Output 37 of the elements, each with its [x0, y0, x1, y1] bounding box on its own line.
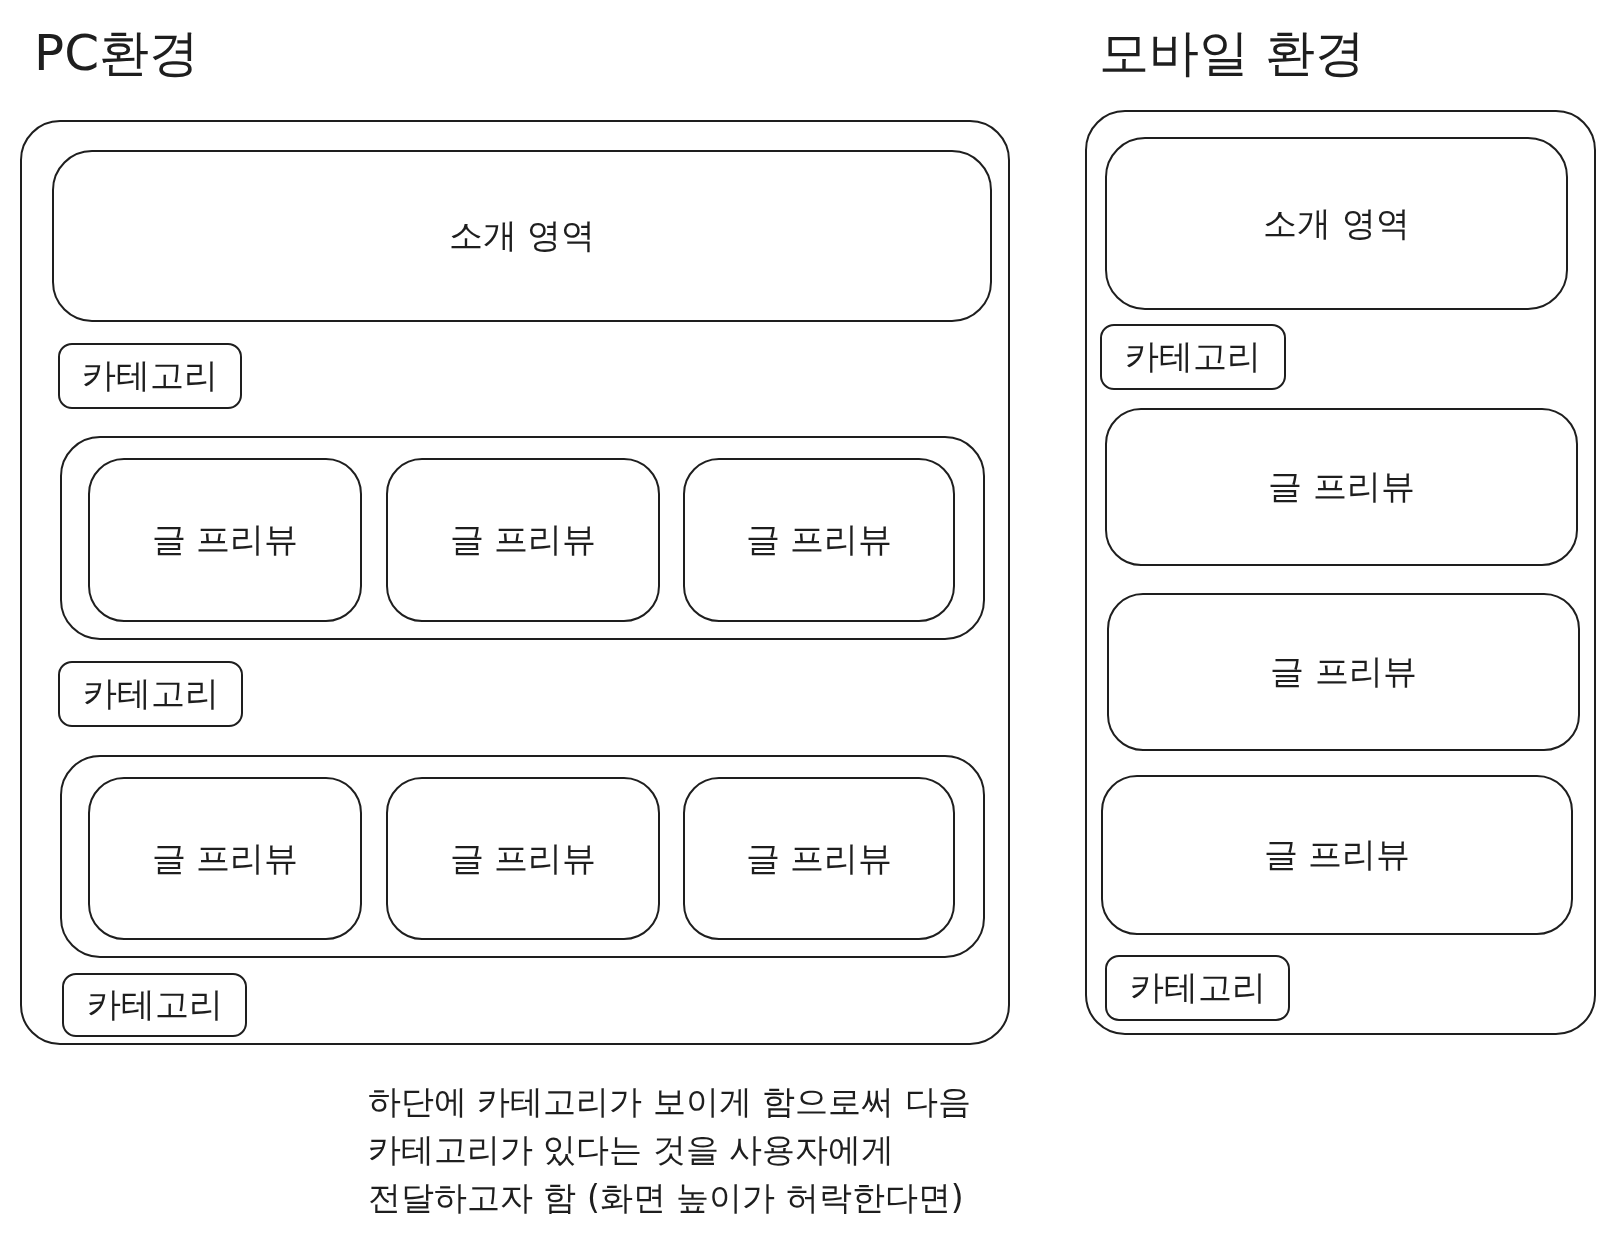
section-label: 소개 영역: [448, 214, 596, 257]
preview-label: 글 프리뷰: [1268, 465, 1415, 508]
preview-label: 글 프리뷰: [1263, 833, 1411, 876]
post-preview-card: [88, 458, 362, 622]
category-label: 카테고리: [82, 672, 219, 715]
intro-section-box: [1105, 137, 1568, 310]
empty-container-box: [60, 436, 985, 640]
category-tag: [58, 661, 243, 727]
post-preview-card: [1101, 775, 1573, 935]
category-label: 카테고리: [1125, 335, 1261, 378]
empty-container-box: [60, 755, 985, 958]
preview-label: 글 프리뷰: [745, 518, 893, 561]
preview-label: 글 프리뷰: [151, 836, 299, 880]
category-tag: [1100, 324, 1286, 390]
preview-label: 글 프리뷰: [1270, 650, 1417, 693]
screen-heading: PC환경: [34, 23, 200, 84]
category-label: 카테고리: [1129, 966, 1266, 1009]
note-text: 하단에 카테고리가 보이게 함으로써 다음 카테고리가 있다는 것을 사용자에게 전달하고자 함 (화면 높이가 허락한다면): [368, 1081, 972, 1219]
preview-label: 글 프리뷰: [745, 836, 893, 880]
category-tag: [1105, 955, 1290, 1021]
post-preview-card: [386, 777, 660, 940]
post-preview-card: [386, 458, 660, 622]
post-preview-card: [683, 777, 955, 940]
post-preview-card: [88, 777, 362, 940]
intro-section-box: [52, 150, 992, 322]
category-tag: [62, 973, 247, 1037]
preview-label: 글 프리뷰: [449, 518, 597, 561]
post-preview-card: [1105, 408, 1578, 566]
preview-label: 글 프리뷰: [449, 836, 597, 880]
post-preview-card: [683, 458, 955, 622]
category-label: 카테고리: [82, 354, 218, 397]
screen-heading: 모바일 환경: [1099, 23, 1365, 84]
preview-label: 글 프리뷰: [151, 518, 299, 561]
category-label: 카테고리: [86, 983, 223, 1026]
post-preview-card: [1107, 593, 1580, 751]
section-label: 소개 영역: [1263, 201, 1410, 245]
category-tag: [58, 343, 242, 409]
